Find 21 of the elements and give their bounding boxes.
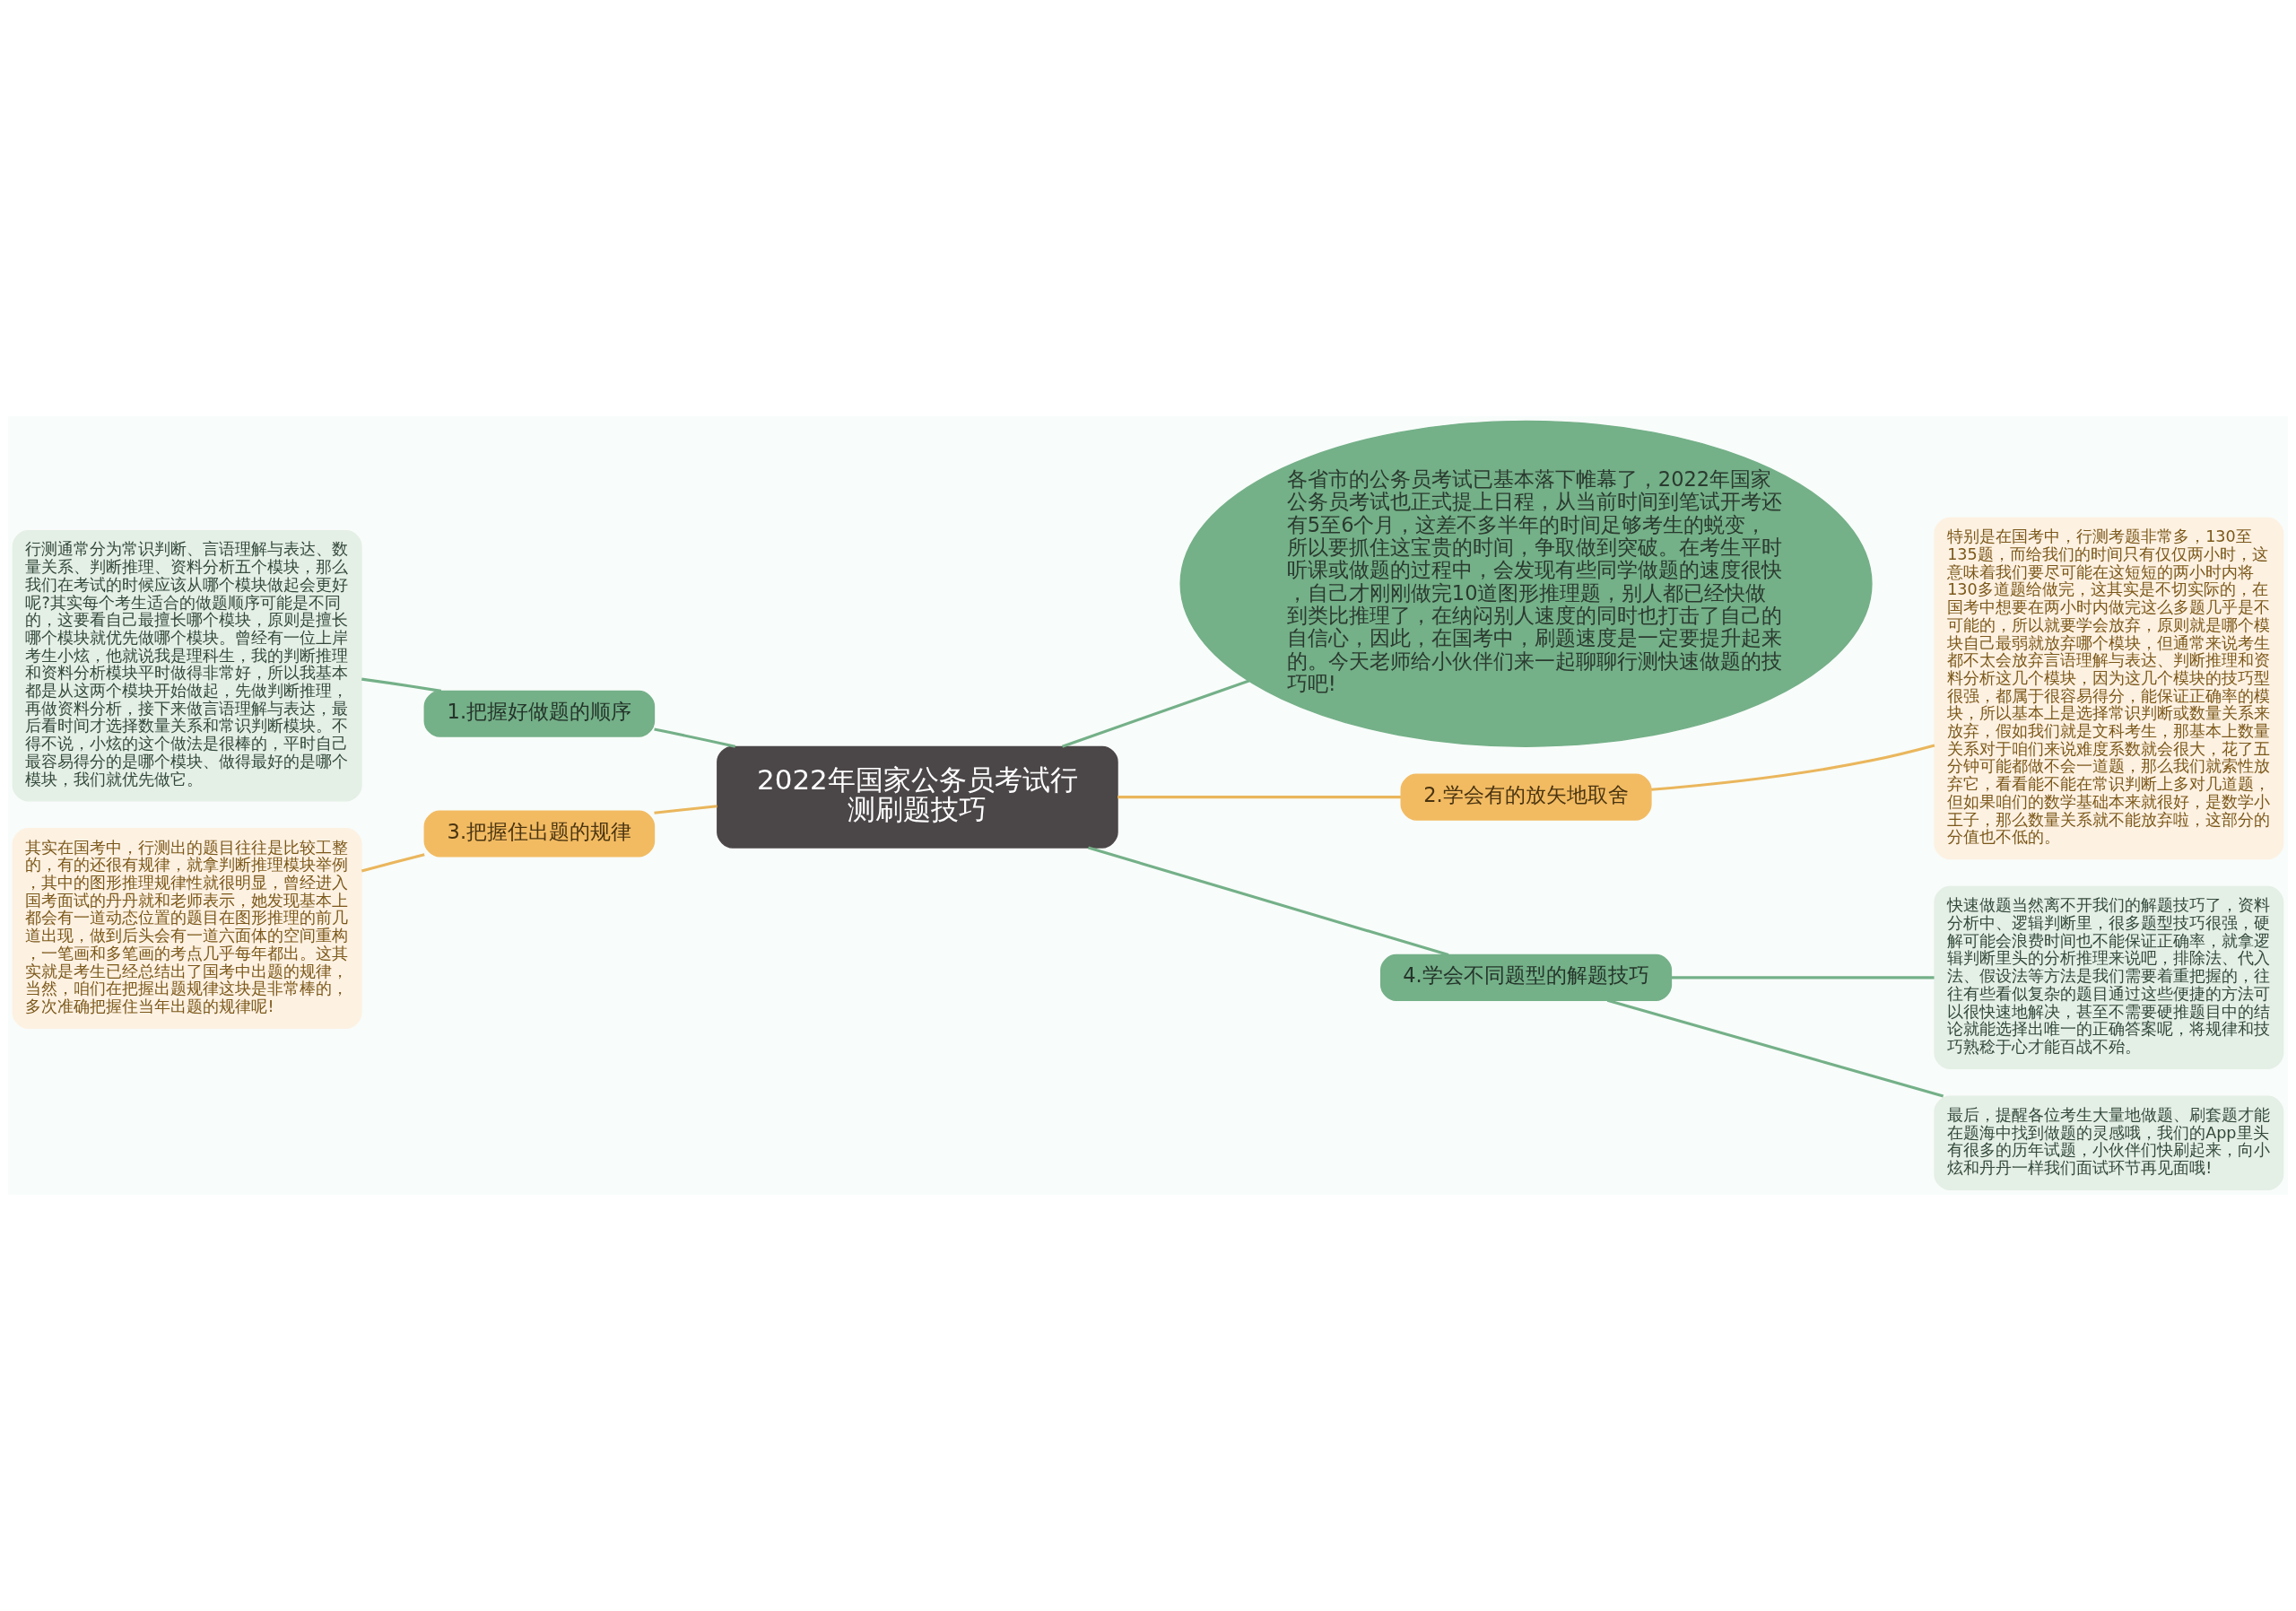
node-box: 1.把握好做题的顺序: [423, 690, 656, 737]
connector: [1061, 679, 1250, 748]
connector: [1118, 796, 1401, 799]
node-box: 特别是在国考中，行测考题非常多，130至135题，而给我们的时间只有仅仅两小时，这意味着我们要尽可能在这短短的两小时内将130多道题给做完，这其实是不切实际的，在国考中想要在两小时内做完这么多题几乎是不可能的，所以就要学会放弃，原则就是哪个模块自己最弱就放弃哪个模块，但通常来说考生都不太会放弃言语理解与表达、判断推理和资料分析这几个模块，因为这几个模块的技巧型很强，都属于很容易得分，能保证正确率的模块，所以基本上是选择常识判断或数量关系来放弃，假如我们就是文科考生，那基本上数量关系对于咱们来说难度系数就会很大，花了五分钟可能都做不会一道题，那么我们就索性放弃它，看看能不能在常识判断上多对几道题，但如果咱们的数学基础本来就很好，是数学小王子，那么数量关系就不能放弃啦，这部分的分值也不低的。: [1934, 517, 2284, 860]
node-box: 4.学会不同题型的解题技巧: [1380, 954, 1673, 1001]
connector: [361, 677, 442, 692]
connector: [1671, 976, 1935, 980]
node-box: 3.把握住出题的规律: [423, 810, 656, 858]
connector: [1606, 998, 1944, 1098]
connector: [1651, 744, 1935, 791]
connector: [1088, 846, 1449, 957]
connector: [361, 853, 425, 873]
node-box: 快速做题当然离不开我们的解题技巧了，资料分析中、逻辑判断里，很多题型技巧很强，硬解可能会浪费时间也不能保证正确率，就拿逻辑判断里头的分析推理来说吧，排除法、代入法、假设法等方法是我们需要着重把握的，往往有些看似复杂的题目通过这些便捷的方法可以很快速地解决，甚至不需要硬推题目中的结论就能选择出唯一的正确答案呢，将规律和技巧熟稔于心才能百战不殆。: [1934, 885, 2284, 1069]
connector: [654, 727, 736, 748]
node-box: 最后，提醒各位考生大量地做题、刷套题才能在题海中找到做题的灵感哦，我们的App里头有很多的历年试题，小伙伴们快刷起来，向小炫和丹丹一样我们面试环节再见面哦!: [1934, 1095, 2284, 1191]
node-box: 其实在国考中，行测出的题目往往是比较工整的，有的还很有规律，就拿判断推理模块举例，其中的图形推理规律性就很明显，曾经进入国考面试的丹丹就和老师表示，她发现基本上都会有一道动态位置的题目在图形推理的前几道出现，做到后头会有一道六面体的空间重构，一笔画和多笔画的考点几乎每年都出。这其实就是考生已经总结出了国考中出题的规律，当然，咱们在把握出题规律这块是非常棒的，多次准确把握住当年出题的规律呢!: [12, 828, 362, 1029]
connector: [654, 805, 718, 814]
node-box: 行测通常分为常识判断、言语理解与表达、数量关系、判断推理、资料分析五个模块，那么我们在考试的时候应该从哪个模块做起会更好呢?其实每个考生适合的做题顺序可能是不同的，这要看自己最擅长哪个模块，原则是擅长哪个模块就优先做哪个模块。曾经有一位上岸考生小炫，他就说我是理科生，我的判断推理和资料分析模块平时做得非常好，所以我基本都是从这两个模块开始做起，先做判断推理，再做资料分析，接下来做言语理解与表达，最后看时间才选择数量关系和常识判断模块。不得不说，小炫的这个做法是很棒的，平时自己最容易得分的是哪个模块、做得最好的是哪个模块，我们就优先做它。: [12, 529, 362, 802]
node-box: 2.学会有的放矢地取舍: [1400, 773, 1652, 821]
node-ellipse: 各省市的公务员考试已基本落下帷幕了，2022年国家公务员考试也正式提上日程，从当前时间到笔试开考还有5至6个月，这差不多半年的时间足够考生的蜕变，所以要抓住这宝贵的时间，争取做到突破。在考生平时听课或做题的过程中，会发现有些同学做题的速度很快，自己才刚刚做完10道图形推理题，别人都已经快做到类比推理了，在纳闷别人速度的同时也打击了自己的自信心，因此，在国考中，刷题速度是一定要提升起来的。今天老师给小伙伴们来一起聊聊行测快速做题的技巧吧!: [1179, 420, 1873, 747]
node-box: 2022年国家公务员考试行测刷题技巧: [717, 745, 1118, 849]
